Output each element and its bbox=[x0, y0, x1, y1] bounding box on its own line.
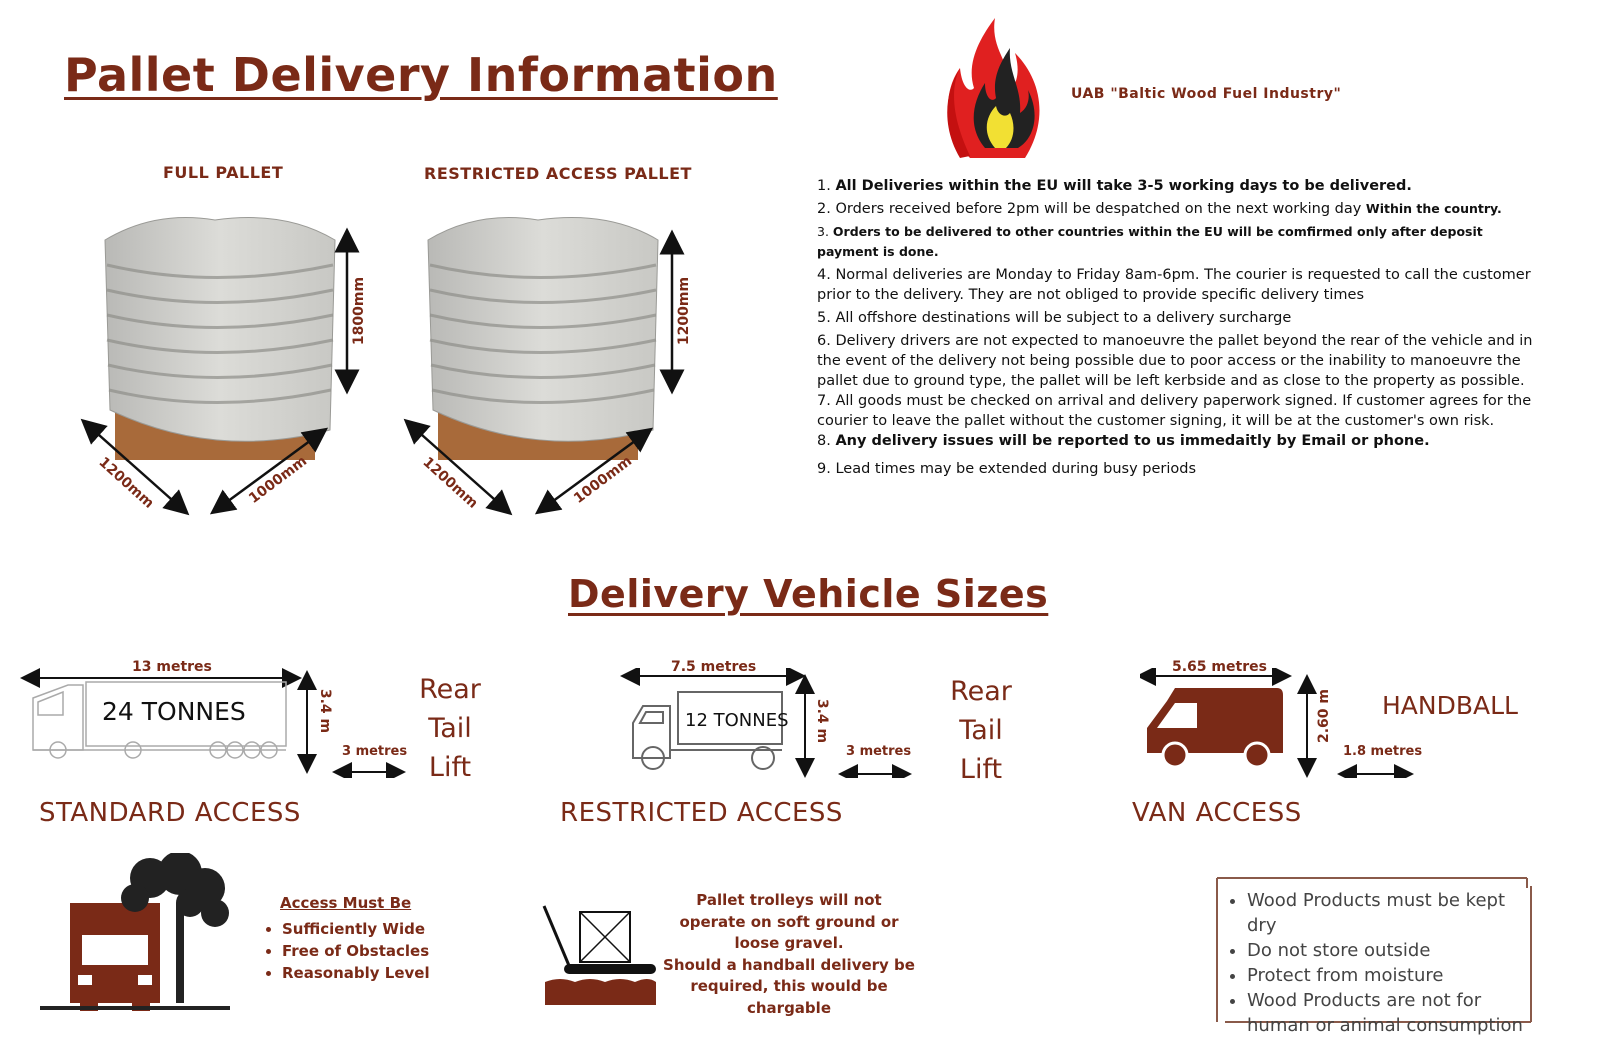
method-line: Tail bbox=[428, 713, 472, 744]
note-item: 4. Normal deliveries are Monday to Frida… bbox=[817, 267, 1531, 303]
truck1-height-label: 3.4 m bbox=[317, 688, 334, 734]
company-name: UAB "Baltic Wood Fuel Industry" bbox=[1071, 86, 1342, 102]
care-item: Wood Products must be kept dry bbox=[1247, 888, 1527, 938]
pallet-dimension-arrows bbox=[80, 227, 685, 516]
care-box-frame bbox=[1216, 877, 1532, 1023]
note-item: 7. All goods must be checked on arrival … bbox=[817, 393, 1532, 429]
full-pallet-image bbox=[95, 210, 340, 470]
care-box: Wood Products must be kept dry Do not st… bbox=[1215, 876, 1533, 1036]
requirement-item: Free of Obstacles bbox=[282, 940, 454, 962]
truck-12-tonnes-icon bbox=[628, 688, 788, 773]
pallet2-height-label: 1200mm bbox=[676, 276, 693, 346]
truck2-height-label: 3.4 m bbox=[814, 698, 831, 744]
delivery-notes-list: 1. All Deliveries within the EU will tak… bbox=[817, 176, 1547, 482]
trolley-note-line: required, this would be bbox=[690, 977, 888, 995]
standard-access-label: STANDARD ACCESS bbox=[39, 798, 301, 828]
note-item: 1. All Deliveries within the EU will tak… bbox=[817, 178, 1412, 194]
pallet-trolley-icon bbox=[540, 902, 660, 1007]
method-line: Tail bbox=[959, 715, 1003, 746]
page-title: Pallet Delivery Information bbox=[64, 48, 778, 102]
truck2-capacity-label: 12 TONNES bbox=[685, 710, 789, 731]
care-list: Wood Products must be kept dry Do not st… bbox=[1227, 888, 1527, 1038]
method-line: Lift bbox=[959, 754, 1003, 785]
note-item: 2. Orders received before 2pm will be de… bbox=[817, 201, 1502, 217]
trolley-note-line: operate on soft ground or bbox=[679, 912, 899, 931]
trolley-note-line: Pallet trolleys will not bbox=[696, 891, 882, 909]
van-dimension-arrows bbox=[1140, 668, 1414, 778]
pallet-caption-restricted: RESTRICTED ACCESS PALLET bbox=[424, 164, 692, 183]
trolley-note: Pallet trolleys will not operate on soft… bbox=[660, 890, 918, 1019]
note-item: 9. Lead times may be extended during bus… bbox=[817, 461, 1197, 477]
requirement-item: Reasonably Level bbox=[282, 962, 454, 984]
note-item: 5. All offshore destinations will be sub… bbox=[817, 310, 1292, 326]
requirement-item: Sufficiently Wide bbox=[282, 918, 454, 940]
van-clearance-label: 1.8 metres bbox=[1343, 744, 1423, 759]
method-line: Rear bbox=[950, 676, 1012, 707]
van-access-label: VAN ACCESS bbox=[1132, 798, 1302, 828]
truck2-method: Rear Tail Lift bbox=[941, 672, 1021, 789]
restricted-access-label: RESTRICTED ACCESS bbox=[560, 798, 843, 828]
trolley-note-line: loose gravel. bbox=[734, 934, 844, 952]
access-requirements: Access Must Be Sufficiently Wide Free of… bbox=[264, 894, 454, 984]
truck-24-tonnes-icon bbox=[28, 680, 298, 760]
pallet-caption-full: FULL PALLET bbox=[163, 163, 284, 182]
truck1-capacity-label: 24 TONNES bbox=[102, 697, 246, 726]
care-item: Protect from moisture bbox=[1247, 963, 1527, 988]
truck2-clearance-label: 3 metres bbox=[846, 744, 912, 759]
method-line: Lift bbox=[428, 752, 472, 783]
access-requirements-title: Access Must Be bbox=[280, 894, 412, 912]
note-item: 8. Any delivery issues will be reported … bbox=[817, 433, 1430, 449]
van-icon bbox=[1145, 683, 1285, 769]
care-item: Do not store outside bbox=[1247, 938, 1527, 963]
tree-truck-icon bbox=[40, 851, 235, 1013]
pallet1-height-label: 1800mm bbox=[351, 276, 368, 346]
note-item: 6. Delivery drivers are not expected to … bbox=[817, 333, 1533, 389]
van-method: HANDBALL bbox=[1382, 691, 1518, 720]
method-line: Rear bbox=[419, 674, 481, 705]
vehicle-section-title: Delivery Vehicle Sizes bbox=[568, 572, 1049, 616]
truck1-dimension-arrows bbox=[20, 668, 406, 778]
care-item: Wood Products are not for human or anima… bbox=[1247, 988, 1527, 1038]
truck1-method: Rear Tail Lift bbox=[410, 670, 490, 787]
van-height-label: 2.60 m bbox=[1316, 688, 1333, 744]
flame-logo-icon bbox=[940, 8, 1060, 163]
truck2-dimension-arrows bbox=[620, 668, 912, 778]
trolley-note-line: chargable bbox=[746, 998, 831, 1017]
note-item: 3. Orders to be delivered to other count… bbox=[817, 224, 1483, 259]
trolley-note-line: Should a handball delivery be bbox=[663, 955, 915, 974]
restricted-pallet-image bbox=[418, 210, 663, 470]
truck1-clearance-label: 3 metres bbox=[342, 744, 408, 759]
